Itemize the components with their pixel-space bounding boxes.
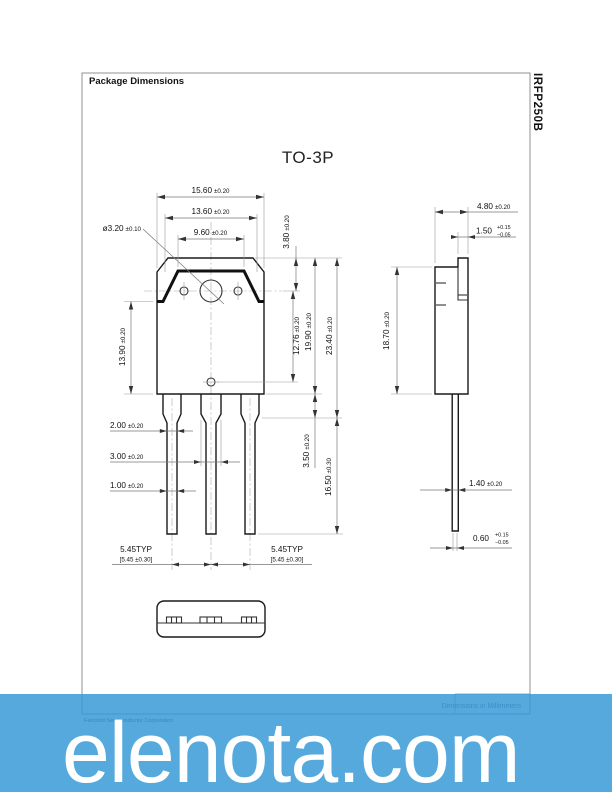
dim-lead-tip-thickness: 0.60 bbox=[473, 534, 489, 543]
dimension-lines bbox=[110, 196, 338, 565]
dim-hole-diameter: ø3.20±0.10 bbox=[103, 224, 142, 233]
dim-tab-thickness-tol-minus: −0.05 bbox=[497, 233, 511, 239]
extension-lines bbox=[124, 193, 343, 535]
dim-tab-thickness-tol-plus: +0.15 bbox=[497, 225, 511, 231]
dim-width-inner: 9.60±0.20 bbox=[194, 228, 228, 237]
bottom-lead-sections bbox=[165, 616, 258, 624]
side-steps bbox=[436, 282, 467, 306]
dim-pitch-right-line2: [5.45 ±0.30] bbox=[271, 557, 304, 564]
side-lead bbox=[451, 394, 459, 532]
dim-pitch-left-line2: [5.45 ±0.30] bbox=[120, 557, 153, 564]
dim-lead-width-upper: 2.00±0.20 bbox=[110, 421, 144, 430]
dim-pitch-left-line1: 5.45TYP bbox=[120, 545, 152, 554]
mounting-hole bbox=[199, 279, 223, 303]
dim-mold-height: 18.70±0.20 bbox=[382, 311, 391, 349]
dim-width-mid: 13.60±0.20 bbox=[192, 207, 230, 216]
dim-lead-width-lower: 1.00±0.20 bbox=[110, 481, 144, 490]
dim-tab-face-height: 13.90±0.20 bbox=[118, 327, 127, 365]
leads bbox=[162, 394, 260, 535]
dim-width-outer: 15.60±0.20 bbox=[192, 186, 230, 195]
side-dimension-lines bbox=[396, 211, 518, 549]
front-view bbox=[142, 222, 282, 570]
page-title: Package Dimensions bbox=[89, 76, 185, 87]
hole-crosshairs bbox=[183, 282, 239, 383]
part-number-label: IRFP250B bbox=[531, 73, 543, 132]
dim-overall-height: 23.40±0.20 bbox=[325, 316, 334, 354]
centerlines bbox=[144, 222, 282, 570]
side-view bbox=[434, 257, 469, 532]
side-arrowheads bbox=[394, 209, 475, 550]
dim-tab-thickness: 1.50 bbox=[476, 227, 492, 236]
watermark-banner bbox=[0, 694, 612, 792]
body-outline bbox=[156, 257, 265, 395]
watermark-text: elenota.com bbox=[62, 705, 521, 792]
dim-body-thickness: 4.80±0.20 bbox=[477, 202, 511, 211]
dim-shoulder-length: 3.50±0.20 bbox=[302, 434, 311, 468]
dim-center-lead-width: 3.00±0.20 bbox=[110, 452, 144, 461]
dim-pitch-right-line1: 5.45TYP bbox=[271, 545, 303, 554]
side-extension-lines bbox=[391, 207, 469, 551]
side-body-outline bbox=[434, 257, 469, 395]
dim-lead-tip-tol-minus: −0.05 bbox=[495, 540, 509, 546]
bottom-view bbox=[156, 600, 266, 638]
hole-diameter-leader bbox=[142, 228, 225, 305]
dim-body-height: 19.90±0.20 bbox=[304, 312, 313, 350]
side-tab-inner bbox=[457, 267, 468, 301]
dim-lead-tip-tol-plus: +0.15 bbox=[495, 533, 509, 539]
dim-hole-to-hole: 12.76±0.20 bbox=[292, 316, 301, 354]
dim-lead-thickness: 1.40±0.20 bbox=[469, 479, 503, 488]
dim-top-to-hole: 3.80±0.20 bbox=[282, 215, 291, 249]
bottom-body-outline bbox=[156, 600, 266, 638]
package-name: TO-3P bbox=[281, 148, 335, 167]
side-view-dimensions: 4.80±0.20 1.50 +0.15 −0.05 18.70±0.20 1.… bbox=[382, 202, 518, 551]
arrowheads bbox=[128, 194, 340, 567]
dim-lead-length: 16.50±0.30 bbox=[324, 457, 333, 495]
front-view-dimensions: 15.60±0.20 13.60±0.20 9.60±0.20 ø3.20±0.… bbox=[103, 186, 343, 567]
tab-edge-line bbox=[157, 269, 264, 303]
